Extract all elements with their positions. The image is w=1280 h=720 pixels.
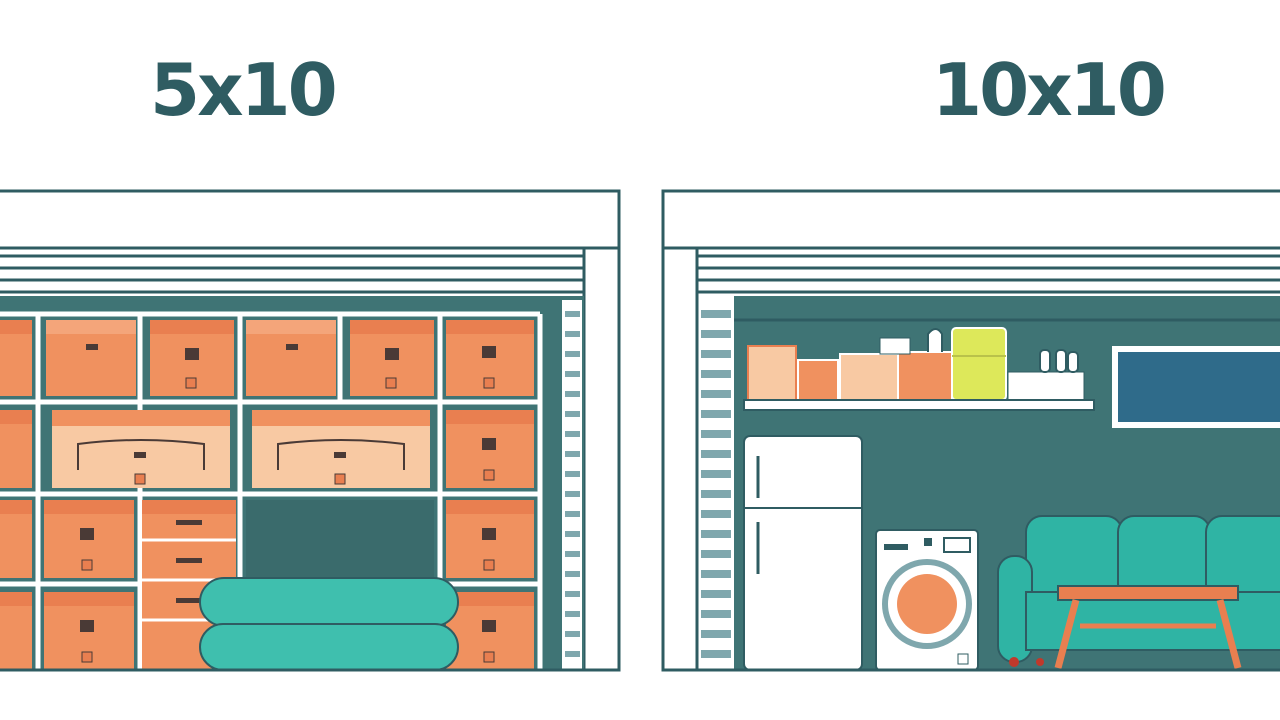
side-door-strip bbox=[562, 300, 582, 670]
door-header-beam bbox=[661, 189, 1280, 250]
cardboard-box bbox=[350, 320, 434, 396]
coffee-table bbox=[1054, 585, 1242, 669]
cardboard-box bbox=[446, 410, 534, 488]
wall-shelf bbox=[743, 327, 1095, 411]
cardboard-box bbox=[446, 500, 534, 578]
storage-unit-10x10 bbox=[661, 189, 1280, 672]
refrigerator bbox=[743, 435, 863, 671]
cardboard-box bbox=[46, 320, 136, 396]
teal-cushion-stack bbox=[199, 577, 459, 671]
flat-storage-box bbox=[252, 410, 430, 488]
door-jamb-right bbox=[582, 246, 621, 672]
cardboard-box bbox=[150, 320, 234, 396]
roll-up-door-slats bbox=[697, 254, 1280, 294]
washing-machine bbox=[875, 529, 979, 671]
storage-unit-5x10 bbox=[0, 189, 621, 672]
cardboard-box bbox=[0, 500, 32, 578]
cardboard-box bbox=[44, 592, 134, 670]
flat-storage-box bbox=[52, 410, 230, 488]
shelf-row-1-boxes bbox=[0, 320, 534, 396]
roll-up-door-slats bbox=[0, 254, 584, 294]
cardboard-box bbox=[0, 410, 32, 488]
unit-size-label-5x10: 5x10 bbox=[150, 48, 338, 132]
wall-window bbox=[1112, 346, 1280, 428]
cardboard-box bbox=[446, 320, 534, 396]
cardboard-box bbox=[446, 592, 534, 670]
empty-shelf-space bbox=[246, 500, 434, 580]
shelf-row-2-boxes bbox=[0, 410, 534, 488]
side-door-strip bbox=[699, 300, 733, 670]
cardboard-box bbox=[246, 320, 336, 396]
cardboard-box bbox=[0, 320, 32, 396]
lime-storage-box bbox=[951, 327, 1007, 401]
door-jamb-left bbox=[661, 246, 699, 672]
cardboard-box bbox=[0, 592, 32, 670]
unit-size-label-10x10: 10x10 bbox=[932, 48, 1167, 132]
door-header-beam bbox=[0, 189, 621, 250]
cardboard-box bbox=[44, 500, 134, 578]
shelf-row-4-boxes bbox=[0, 592, 534, 670]
